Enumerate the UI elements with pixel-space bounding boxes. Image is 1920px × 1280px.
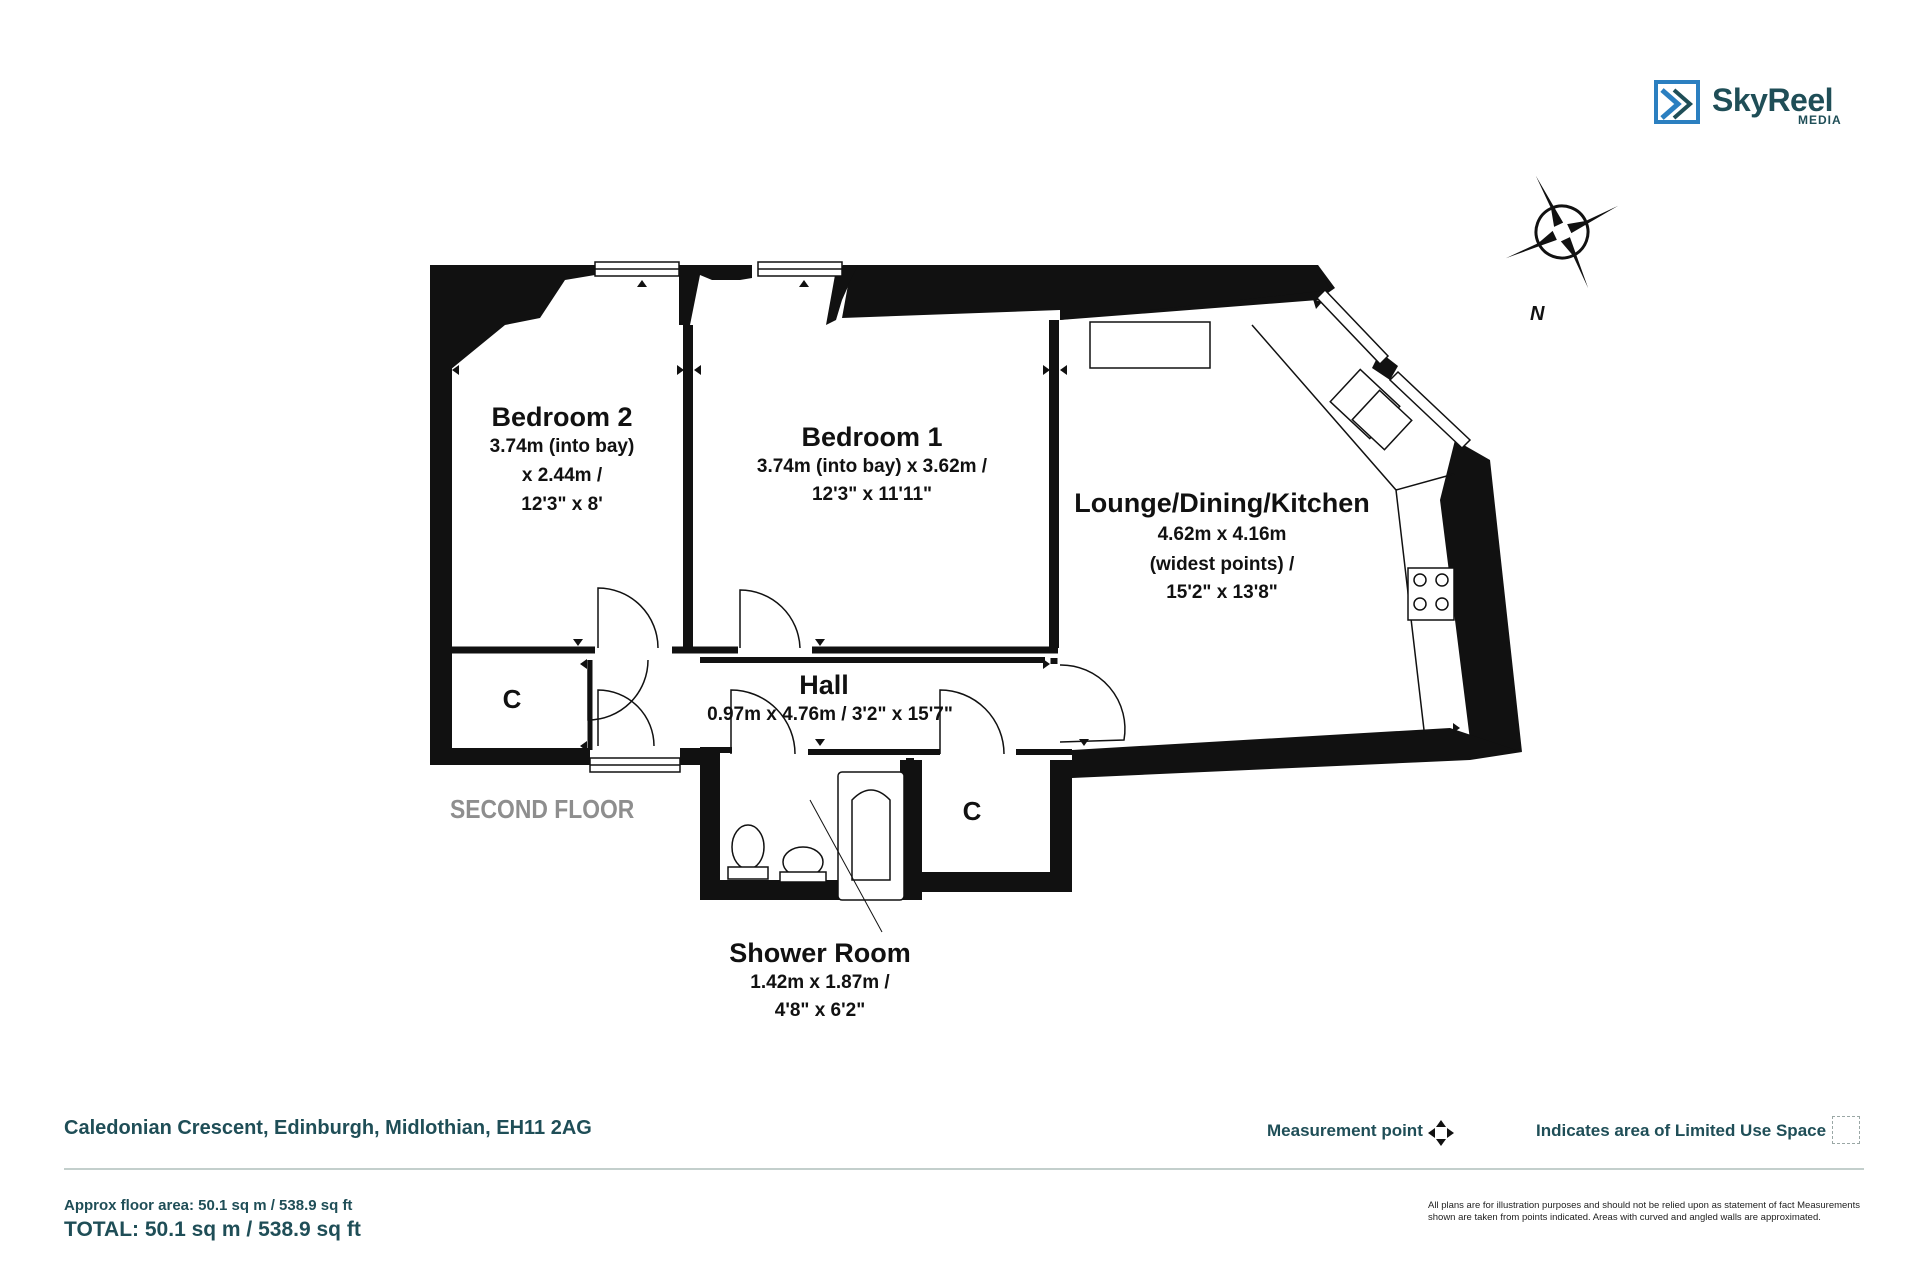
compass-north-label: N — [1530, 303, 1545, 325]
property-address: Caledonian Crescent, Edinburgh, Midlothi… — [64, 1117, 592, 1139]
measurement-point-icon — [1428, 1120, 1454, 1146]
measurement-markers — [452, 280, 1460, 751]
shower-pointer-line — [809, 799, 883, 933]
lounge-dim-1: 4.62m x 4.16m — [1158, 524, 1287, 545]
lounge-dim-3: 15'2" x 13'8" — [1166, 582, 1278, 603]
windows — [589, 261, 1472, 773]
skyreel-logo-icon — [1654, 80, 1700, 124]
room-bedroom2: Bedroom 2 3.74m (into bay) x 2.44m / 12'… — [490, 402, 635, 515]
room-hall: Hall 0.97m x 4.76m / 3'2" x 15'7" — [707, 670, 953, 725]
room-bedroom1: Bedroom 1 3.74m (into bay) x 3.62m / 12'… — [757, 422, 988, 505]
bedroom2-dim-3: 12'3" x 8' — [521, 494, 602, 515]
room-shower: Shower Room 1.42m x 1.87m / 4'8" x 6'2" — [729, 938, 911, 1021]
footer-divider — [64, 1168, 1864, 1170]
room-lounge: Lounge/Dining/Kitchen 4.62m x 4.16m (wid… — [1074, 488, 1369, 603]
shower-name: Shower Room — [729, 938, 911, 968]
disclaimer: All plans are for illustration purposes … — [1428, 1200, 1860, 1223]
compass-rose — [1505, 175, 1619, 289]
limited-use-label: Indicates area of Limited Use Space — [1536, 1121, 1827, 1140]
approx-floor-area: Approx floor area: 50.1 sq m / 538.9 sq … — [64, 1197, 353, 1214]
hall-name: Hall — [799, 670, 849, 700]
limited-use-swatch — [1832, 1116, 1860, 1144]
floor-label: SECOND FLOOR — [450, 794, 635, 824]
fixtures — [727, 321, 1455, 901]
bedroom2-name: Bedroom 2 — [491, 402, 632, 432]
cupboard-right-label: C — [963, 796, 982, 826]
shower-dim-2: 4'8" x 6'2" — [775, 1000, 865, 1021]
interior-walls — [452, 320, 1455, 880]
bedroom1-dim-1: 3.74m (into bay) x 3.62m / — [757, 456, 988, 477]
brand-name: SkyReel — [1712, 82, 1834, 118]
bedroom1-dim-2: 12'3" x 11'11" — [812, 484, 932, 505]
brand-sub: MEDIA — [1798, 113, 1842, 127]
lounge-dim-2: (widest points) / — [1150, 554, 1295, 575]
bedroom2-dim-2: x 2.44m / — [522, 465, 603, 486]
cupboard-left-label: C — [503, 684, 522, 714]
measurement-point-label: Measurement point — [1267, 1121, 1423, 1140]
shower-dim-1: 1.42m x 1.87m / — [750, 972, 890, 993]
bedroom1-name: Bedroom 1 — [801, 422, 942, 452]
doors — [587, 587, 1126, 755]
hall-dim-1: 0.97m x 4.76m / 3'2" x 15'7" — [707, 704, 953, 725]
total-area: TOTAL: 50.1 sq m / 538.9 sq ft — [64, 1218, 361, 1241]
bedroom2-dim-1: 3.74m (into bay) — [490, 436, 635, 457]
lounge-name: Lounge/Dining/Kitchen — [1074, 488, 1369, 518]
